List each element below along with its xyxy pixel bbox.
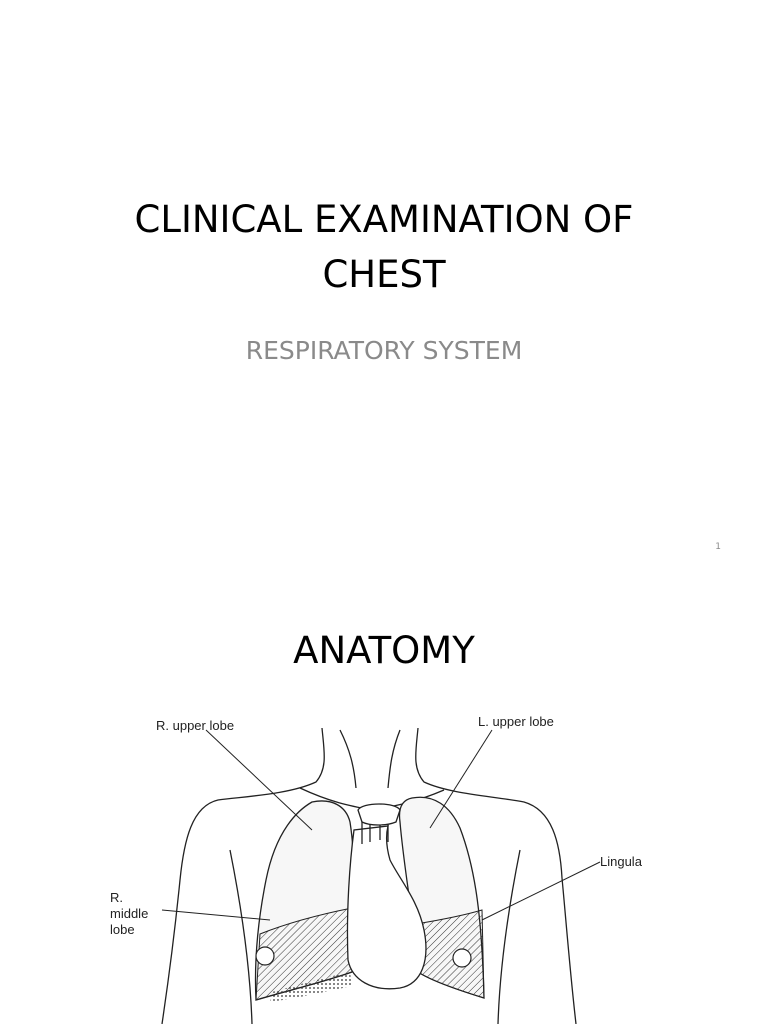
label-r-middle-lobe-line-2: middle: [110, 906, 148, 921]
anatomy-title: ANATOMY: [293, 629, 475, 672]
slide-title-line-2: CHEST: [322, 253, 446, 296]
label-r-middle-lobe-line-3: lobe: [110, 922, 135, 937]
label-lingula: Lingula: [600, 854, 643, 869]
chest-lungs-diagram: R. upper lobe L. upper lobe Lingula R. m…: [110, 714, 643, 1024]
title-slide: CLINICAL EXAMINATION OF CHEST RESPIRATOR…: [84, 192, 721, 552]
torso-outline: [161, 727, 577, 1024]
right-lung: [254, 800, 356, 1002]
chest-anatomy-figure: R. upper lobe L. upper lobe Lingula R. m…: [100, 710, 680, 1024]
anatomy-slide: ANATOMY: [0, 576, 768, 1024]
slide-title-line-1: CLINICAL EXAMINATION OF: [134, 198, 634, 241]
label-l-upper-lobe: L. upper lobe: [478, 714, 554, 729]
callout-lines: [161, 729, 601, 921]
slide-title: CLINICAL EXAMINATION OF CHEST: [84, 192, 684, 302]
page-number: 1: [715, 542, 721, 552]
slide-subtitle: RESPIRATORY SYSTEM: [245, 336, 523, 365]
label-r-middle-lobe-line-1: R.: [110, 890, 123, 905]
label-r-upper-lobe: R. upper lobe: [156, 718, 234, 733]
heart-and-vessels: [346, 803, 427, 990]
